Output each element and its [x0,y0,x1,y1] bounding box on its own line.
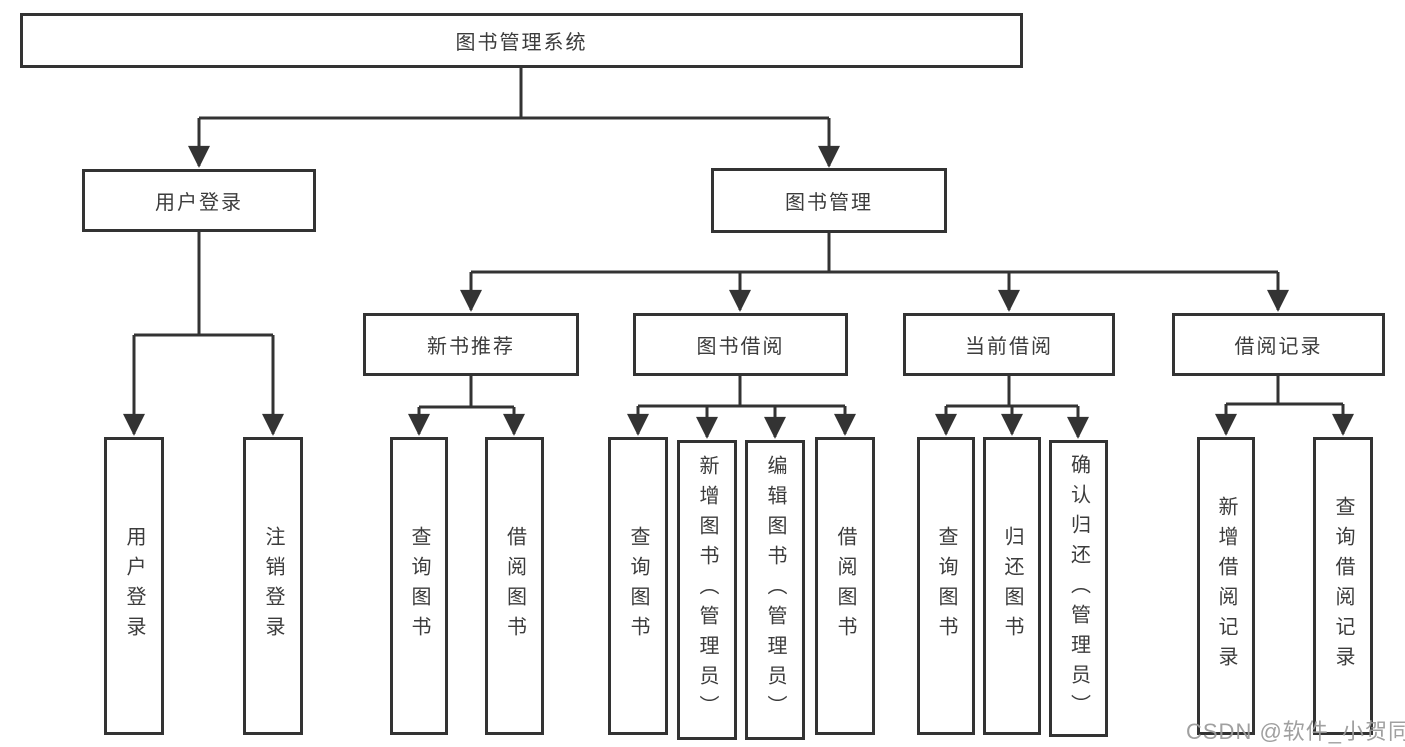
leaf-borrowing-edit-label: 编辑图书（管理员） [764,455,786,725]
csdn-watermark: CSDN @软件_小贺同学 [1186,719,1405,744]
leaf-newbooks-borrow-label: 借阅图书 [503,526,526,646]
leaf-current-return: 归还图书 [983,437,1041,735]
leaf-logout-label: 注销登录 [262,526,284,646]
leaf-borrowing-add-label: 新增图书（管理员） [696,455,718,725]
leaf-user-login: 用户登录 [104,437,164,735]
leaf-borrowing-edit: 编辑图书（管理员） [745,440,805,740]
node-borrowing-records-label: 借阅记录 [1234,336,1323,358]
leaf-borrowing-borrow-label: 借阅图书 [834,526,856,646]
node-book-borrowing: 图书借阅 [633,313,848,376]
node-user-login-label: 用户登录 [155,192,243,214]
leaf-user-login-label: 用户登录 [123,526,145,646]
leaf-current-query: 查询图书 [917,437,975,735]
node-root-label: 图书管理系统 [455,32,588,54]
leaf-newbooks-borrow: 借阅图书 [485,437,544,735]
node-new-books-label: 新书推荐 [427,336,515,358]
leaf-current-confirm: 确认归还（管理员） [1049,440,1108,737]
node-borrowing-records: 借阅记录 [1172,313,1385,376]
leaf-records-query: 查询借阅记录 [1313,437,1373,735]
node-new-books: 新书推荐 [363,313,579,376]
leaf-borrowing-add: 新增图书（管理员） [677,440,737,740]
leaf-newbooks-query: 查询图书 [390,437,448,735]
leaf-borrowing-borrow: 借阅图书 [815,437,875,735]
node-book-borrowing-label: 图书借阅 [696,336,785,358]
leaf-current-return-label: 归还图书 [1001,526,1023,646]
node-book-management-label: 图书管理 [785,192,873,214]
leaf-newbooks-query-label: 查询图书 [408,526,430,646]
leaf-borrowing-query: 查询图书 [608,437,668,735]
node-current-borrowing-label: 当前借阅 [965,336,1053,358]
leaf-borrowing-query-label: 查询图书 [627,526,649,646]
node-book-management: 图书管理 [711,168,947,233]
leaf-records-add: 新增借阅记录 [1197,437,1255,735]
leaf-current-confirm-label: 确认归还（管理员） [1067,453,1090,724]
leaf-logout: 注销登录 [243,437,303,735]
node-user-login: 用户登录 [82,169,316,232]
leaf-records-add-label: 新增借阅记录 [1215,496,1237,676]
leaf-records-query-label: 查询借阅记录 [1332,496,1354,676]
leaf-current-query-label: 查询图书 [935,526,957,646]
node-current-borrowing: 当前借阅 [903,313,1115,376]
node-root: 图书管理系统 [20,13,1023,68]
